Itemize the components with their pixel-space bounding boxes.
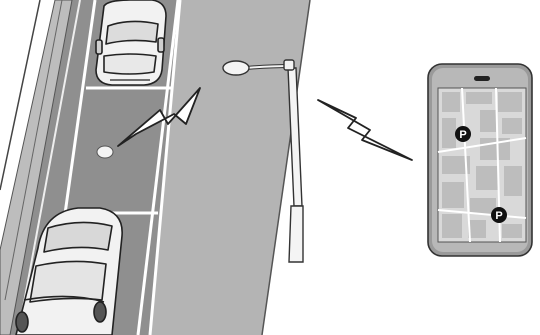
parked-car-icon	[95, 0, 167, 86]
curb-line	[0, 0, 41, 191]
wireless-signal-icon	[317, 99, 413, 161]
street-lamp-icon	[222, 59, 304, 263]
curb-strip	[0, 0, 73, 335]
parking-pin-icon: P	[491, 207, 507, 223]
curb-line	[17, 0, 81, 335]
wireless-signal-icon	[117, 87, 201, 147]
parking-sensor-icon	[96, 145, 114, 159]
curb-line	[4, 0, 63, 301]
map-icon	[437, 87, 527, 243]
parked-car-icon	[15, 207, 123, 335]
phone-speaker	[474, 76, 490, 81]
parking-pin-label: P	[459, 129, 466, 141]
parking-pin-label: P	[495, 210, 502, 222]
parking-pin-icon: P	[455, 126, 471, 142]
sidewalk-edge	[261, 0, 311, 335]
smartphone-icon: P P	[427, 63, 533, 257]
sidewalk-edge	[148, 0, 182, 335]
sidewalk	[150, 0, 310, 335]
